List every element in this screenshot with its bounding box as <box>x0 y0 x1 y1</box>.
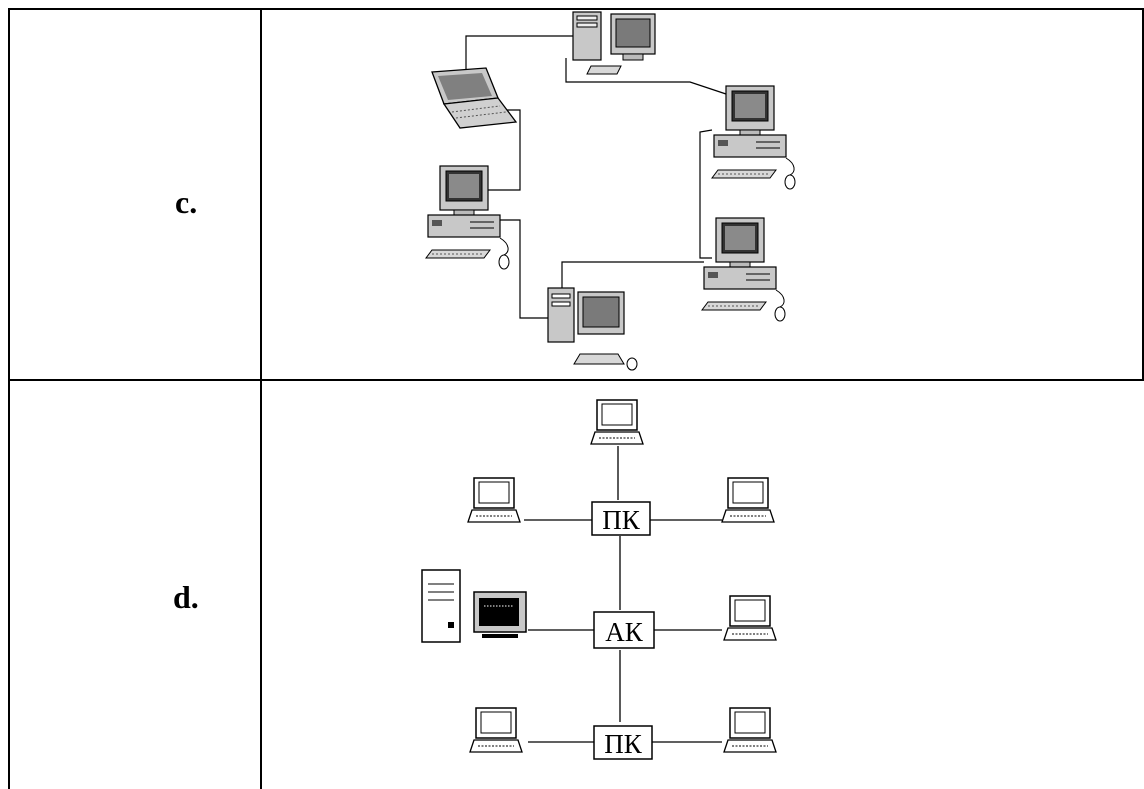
table-top-border <box>8 8 1144 10</box>
table-right-border <box>1142 8 1144 380</box>
laptop-icon <box>469 707 523 753</box>
laptop-icon <box>723 595 777 641</box>
hub-box: ПК <box>593 725 653 760</box>
options-table: c. d. <box>8 8 1144 789</box>
server-icon <box>421 569 461 643</box>
hub-label: АК <box>605 617 643 647</box>
workstation-icon <box>572 11 656 75</box>
row-label-d: d. <box>173 579 199 615</box>
hub-label: ПК <box>602 505 640 535</box>
laptop-icon <box>723 707 777 753</box>
network-cable <box>524 446 722 743</box>
column-divider <box>260 8 262 789</box>
hub-box: ПК <box>591 501 651 536</box>
table-left-border <box>8 8 10 789</box>
monitor-icon <box>473 591 527 638</box>
laptop-icon <box>590 399 644 445</box>
laptop-icon <box>721 477 775 523</box>
hub-box: АК <box>593 611 655 649</box>
ring-cable <box>465 35 727 319</box>
hub-label: ПК <box>604 729 642 759</box>
laptop-icon <box>467 477 521 523</box>
row-divider <box>8 379 1144 381</box>
laptop-icon <box>431 67 518 129</box>
row-label-c: c. <box>175 184 198 220</box>
